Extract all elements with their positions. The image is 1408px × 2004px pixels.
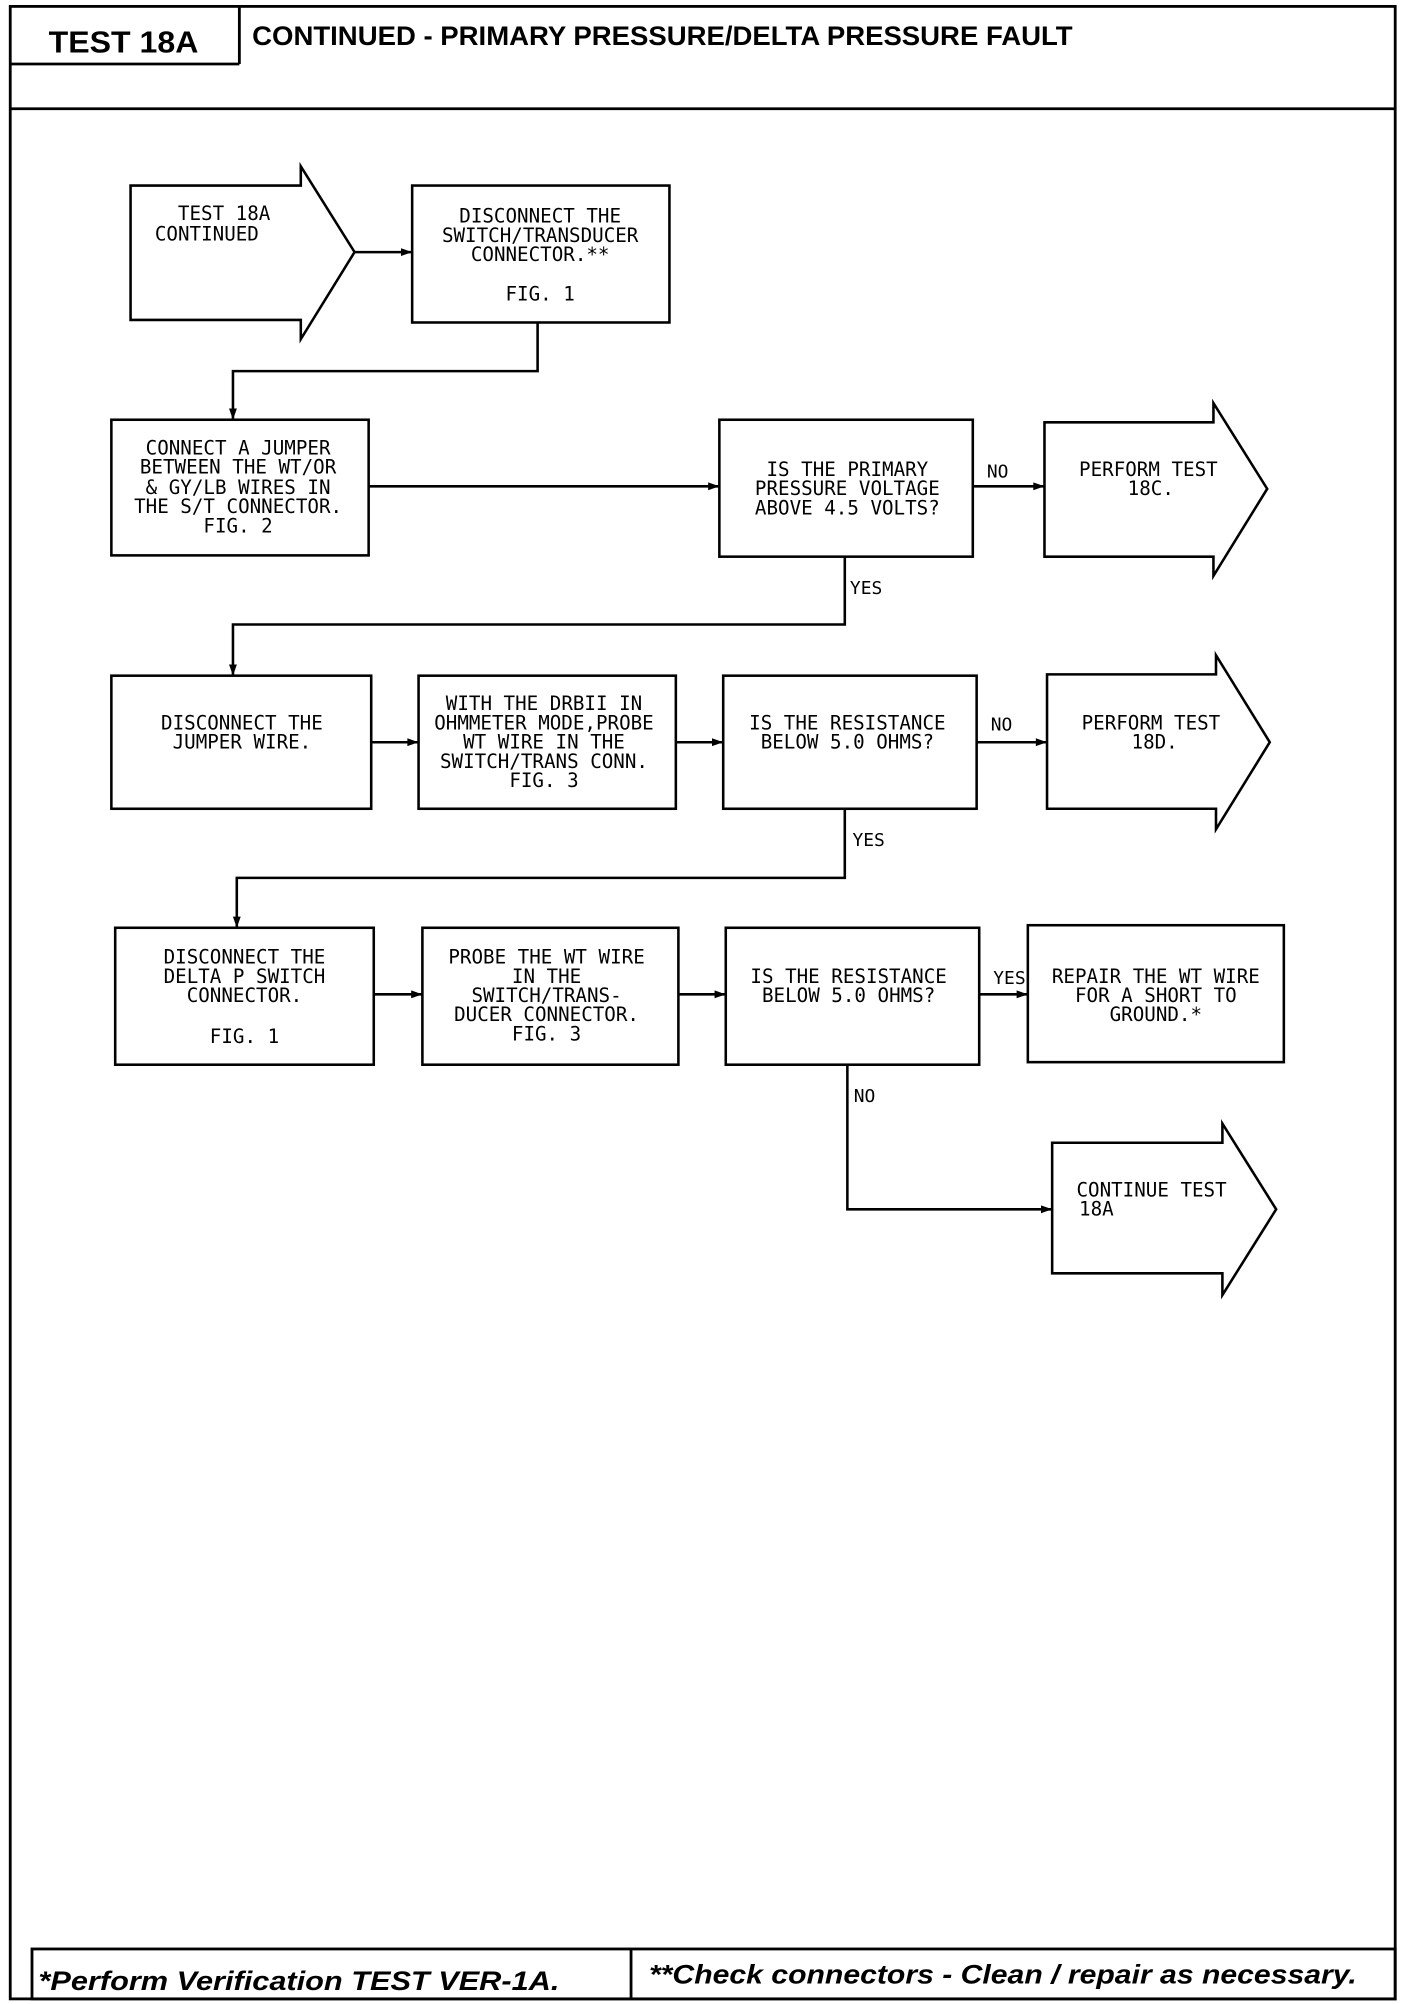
footer-box <box>30 1947 1397 2001</box>
step-disconnect-delta-p: DISCONNECT THE DELTA P SWITCH CONNECTOR.… <box>113 926 376 1066</box>
edge-label-yes: YES <box>993 968 1025 989</box>
step-text-line: FOR A SHORT TO <box>1075 984 1237 1007</box>
start-offpage-arrow: TEST 18A CONTINUED <box>129 161 357 344</box>
step-repair-wt-wire: REPAIR THE WT WIRE FOR A SHORT TO GROUND… <box>1026 923 1286 1064</box>
step-disconnect-jumper: DISCONNECT THE JUMPER WIRE. <box>110 674 373 811</box>
step-text-line: PERFORM TEST <box>1082 711 1221 734</box>
figure-reference: FIG. 3 <box>512 1022 581 1045</box>
step-disconnect-st-connector: DISCONNECT THE SWITCH/TRANSDUCER CONNECT… <box>410 184 671 324</box>
step-text-line: PRESSURE VOLTAGE <box>755 477 940 500</box>
step-text-line: JUMPER WIRE. <box>173 731 312 754</box>
flow-arrow <box>229 322 539 420</box>
step-text-line: & GY/LB WIRES IN <box>146 476 331 499</box>
flow-arrow-yes <box>229 556 847 676</box>
step-text-line: SWITCH/TRANS CONN. <box>440 750 648 773</box>
test-id: TEST 18A <box>49 24 199 59</box>
step-text-line: CONNECTOR. <box>187 984 303 1007</box>
step-text-line: PERFORM TEST <box>1079 458 1218 481</box>
page-footer: *Perform Verification TEST VER-1A. **Che… <box>30 1947 1397 2001</box>
step-text-line: DELTA P SWITCH <box>164 965 326 988</box>
step-text-line: DUCER CONNECTOR. <box>454 1003 639 1026</box>
figure-reference: FIG. 3 <box>509 769 578 792</box>
flow-arrow-no <box>846 1064 1053 1214</box>
step-text-line: BELOW 5.0 OHMS? <box>761 731 934 754</box>
step-text-line: THE S/T CONNECTOR. <box>134 495 342 518</box>
step-text-line: CONNECT A JUMPER <box>146 436 331 459</box>
edge-label-no: NO <box>991 715 1013 736</box>
decision-resistance-2: IS THE RESISTANCE BELOW 5.0 OHMS? <box>724 926 981 1066</box>
step-text-line: PROBE THE WT WIRE <box>448 946 644 969</box>
flowchart: TEST 18A CONTINUED DISCONNECT THE SWITCH… <box>110 161 1286 1300</box>
page-title: CONTINUED - PRIMARY PRESSURE/DELTA PRESS… <box>252 21 1073 51</box>
step-text-line: IS THE RESISTANCE <box>750 965 946 988</box>
step-text-line: BELOW 5.0 OHMS? <box>762 984 935 1007</box>
step-text-line: GROUND.* <box>1110 1003 1202 1026</box>
offpage-arrow-shape <box>1045 650 1272 834</box>
step-probe-wt-ohmmeter: WITH THE DRBII IN OHMMETER MODE,PROBE WT… <box>417 674 678 811</box>
step-text-line: DISCONNECT THE <box>164 946 326 969</box>
flow-connectors <box>229 248 1053 1214</box>
figure-reference: FIG. 1 <box>505 283 574 306</box>
step-text-line: SWITCH/TRANSDUCER <box>442 224 639 247</box>
edge-label-yes: YES <box>852 830 884 851</box>
step-text-line: CONNECTOR.** <box>471 243 610 266</box>
step-text-line: DISCONNECT THE <box>161 711 323 734</box>
flow-arrow-yes <box>232 808 847 928</box>
process-box <box>417 674 678 811</box>
step-text-line: WT WIRE IN THE <box>463 731 625 754</box>
step-text-line: IN THE <box>512 965 581 988</box>
decision-box <box>721 674 978 811</box>
step-text-line: REPAIR THE WT WIRE <box>1052 965 1260 988</box>
step-text-line: OHMMETER MODE,PROBE <box>434 711 654 734</box>
edge-labels: NO YES NO YES YES NO <box>850 461 1026 1106</box>
offpage-arrow-shape <box>129 161 357 344</box>
decision-primary-voltage: IS THE PRIMARY PRESSURE VOLTAGE ABOVE 4.… <box>718 418 975 558</box>
step-probe-wt-wire: PROBE THE WT WIRE IN THE SWITCH/TRANS- D… <box>421 926 680 1066</box>
figure-reference: FIG. 1 <box>210 1025 279 1048</box>
step-text-line: TEST 18A <box>178 202 271 225</box>
step-text-line: 18A <box>1079 1198 1114 1221</box>
step-text-line: WITH THE DRBII IN <box>446 692 642 715</box>
connector-note: **Check connectors - Clean / repair as n… <box>649 1960 1357 1990</box>
edge-label-no: NO <box>987 461 1009 482</box>
page-header: TEST 18A CONTINUED - PRIMARY PRESSURE/DE… <box>49 21 1074 60</box>
step-text-line: ABOVE 4.5 VOLTS? <box>755 496 940 519</box>
verification-note: *Perform Verification TEST VER-1A. <box>38 1966 559 1996</box>
step-text-line: DISCONNECT THE <box>459 205 621 228</box>
step-text-line: IS THE RESISTANCE <box>749 711 945 734</box>
continue-test-18a-arrow: CONTINUE TEST 18A <box>1050 1119 1278 1300</box>
offpage-arrow-shape <box>1043 398 1269 581</box>
step-connect-jumper: CONNECT A JUMPER BETWEEN THE WT/OR & GY/… <box>110 418 370 557</box>
process-box <box>113 926 376 1066</box>
edge-label-no: NO <box>854 1086 876 1107</box>
step-text-line: CONTINUE TEST <box>1076 1179 1227 1202</box>
offpage-arrow-shape <box>1050 1119 1278 1300</box>
decision-box <box>724 926 981 1066</box>
figure-reference: FIG. 2 <box>203 514 272 537</box>
process-box <box>410 184 671 324</box>
process-box <box>421 926 680 1066</box>
step-text-line: IS THE PRIMARY <box>766 458 928 481</box>
process-box <box>110 674 373 811</box>
step-text-line: 18C. <box>1128 477 1174 500</box>
step-text-line: CONTINUED <box>155 223 259 246</box>
step-text-line: SWITCH/TRANS- <box>471 984 621 1007</box>
goto-test-18c-arrow: PERFORM TEST 18C. <box>1043 398 1269 581</box>
goto-test-18d-arrow: PERFORM TEST 18D. <box>1045 650 1272 834</box>
step-text-line: BETWEEN THE WT/OR <box>140 455 337 478</box>
edge-label-yes: YES <box>850 578 882 599</box>
step-text-line: 18D. <box>1132 731 1178 754</box>
process-box <box>110 418 370 557</box>
decision-resistance-1: IS THE RESISTANCE BELOW 5.0 OHMS? <box>721 674 978 811</box>
